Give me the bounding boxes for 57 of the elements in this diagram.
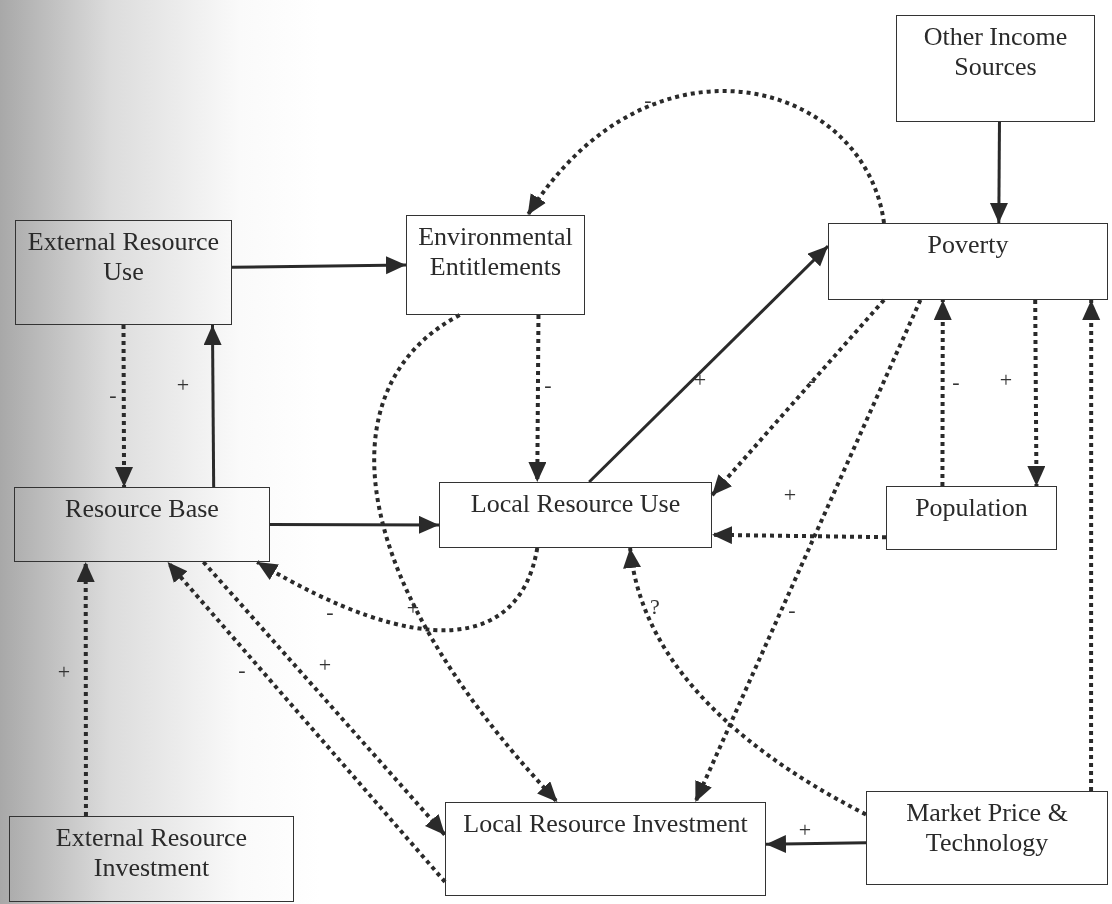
box-label: External Resource Investment — [54, 823, 249, 883]
edge-label: - — [808, 369, 816, 391]
edge-label: + — [798, 819, 812, 841]
arrow — [270, 515, 439, 534]
edge-label: - — [644, 89, 652, 111]
arrow — [989, 122, 1008, 223]
arrow — [765, 835, 867, 853]
edge-label: - — [326, 601, 334, 623]
edge-label: - — [238, 659, 246, 681]
arrow — [710, 298, 886, 497]
arrow — [372, 313, 559, 804]
concept-box — [886, 486, 1057, 550]
box-label: Environmental Entitlements — [417, 222, 574, 282]
edge-label: - — [109, 384, 117, 406]
concept-box — [9, 816, 294, 902]
arrow — [693, 299, 923, 803]
arrow — [115, 325, 133, 487]
arrow — [203, 325, 222, 487]
box-label: Market Price & Technology — [905, 798, 1069, 858]
edge-label: ? — [650, 596, 660, 618]
box-label: Resource Base — [65, 494, 219, 524]
edge-label: + — [57, 661, 71, 683]
box-label: Other Income Sources — [922, 22, 1069, 82]
arrow — [231, 256, 407, 275]
arrow — [256, 547, 540, 632]
edge-label: + — [783, 484, 797, 506]
concept-box — [896, 15, 1095, 122]
arrow — [588, 245, 830, 484]
concept-box — [445, 802, 766, 896]
edge-label: + — [693, 369, 707, 391]
concept-box — [15, 220, 232, 325]
arrow — [933, 300, 952, 486]
concept-box — [439, 482, 712, 548]
edge-label: + — [999, 369, 1013, 391]
arrow — [201, 560, 447, 837]
edge-label: + — [176, 374, 190, 396]
box-label: Local Resource Investment — [463, 809, 748, 839]
box-label: Poverty — [927, 230, 1009, 260]
arrow — [624, 547, 867, 817]
arrow — [166, 560, 447, 884]
concept-box — [406, 215, 585, 315]
concept-box — [14, 487, 270, 562]
arrow — [528, 315, 547, 482]
arrow — [711, 526, 887, 545]
arrow — [526, 89, 886, 224]
arrow — [1027, 300, 1046, 486]
concept-box — [828, 223, 1108, 300]
arrow — [76, 562, 95, 816]
box-label: External Resource Use — [26, 227, 221, 287]
box-label: Local Resource Use — [470, 489, 681, 519]
edge-label: - — [952, 371, 960, 393]
edge-label: - — [544, 374, 552, 396]
box-label: Population — [915, 493, 1028, 523]
arrow — [1082, 300, 1101, 791]
edge-label: - — [788, 599, 796, 621]
edge-label: + — [318, 654, 332, 676]
concept-box — [866, 791, 1108, 885]
